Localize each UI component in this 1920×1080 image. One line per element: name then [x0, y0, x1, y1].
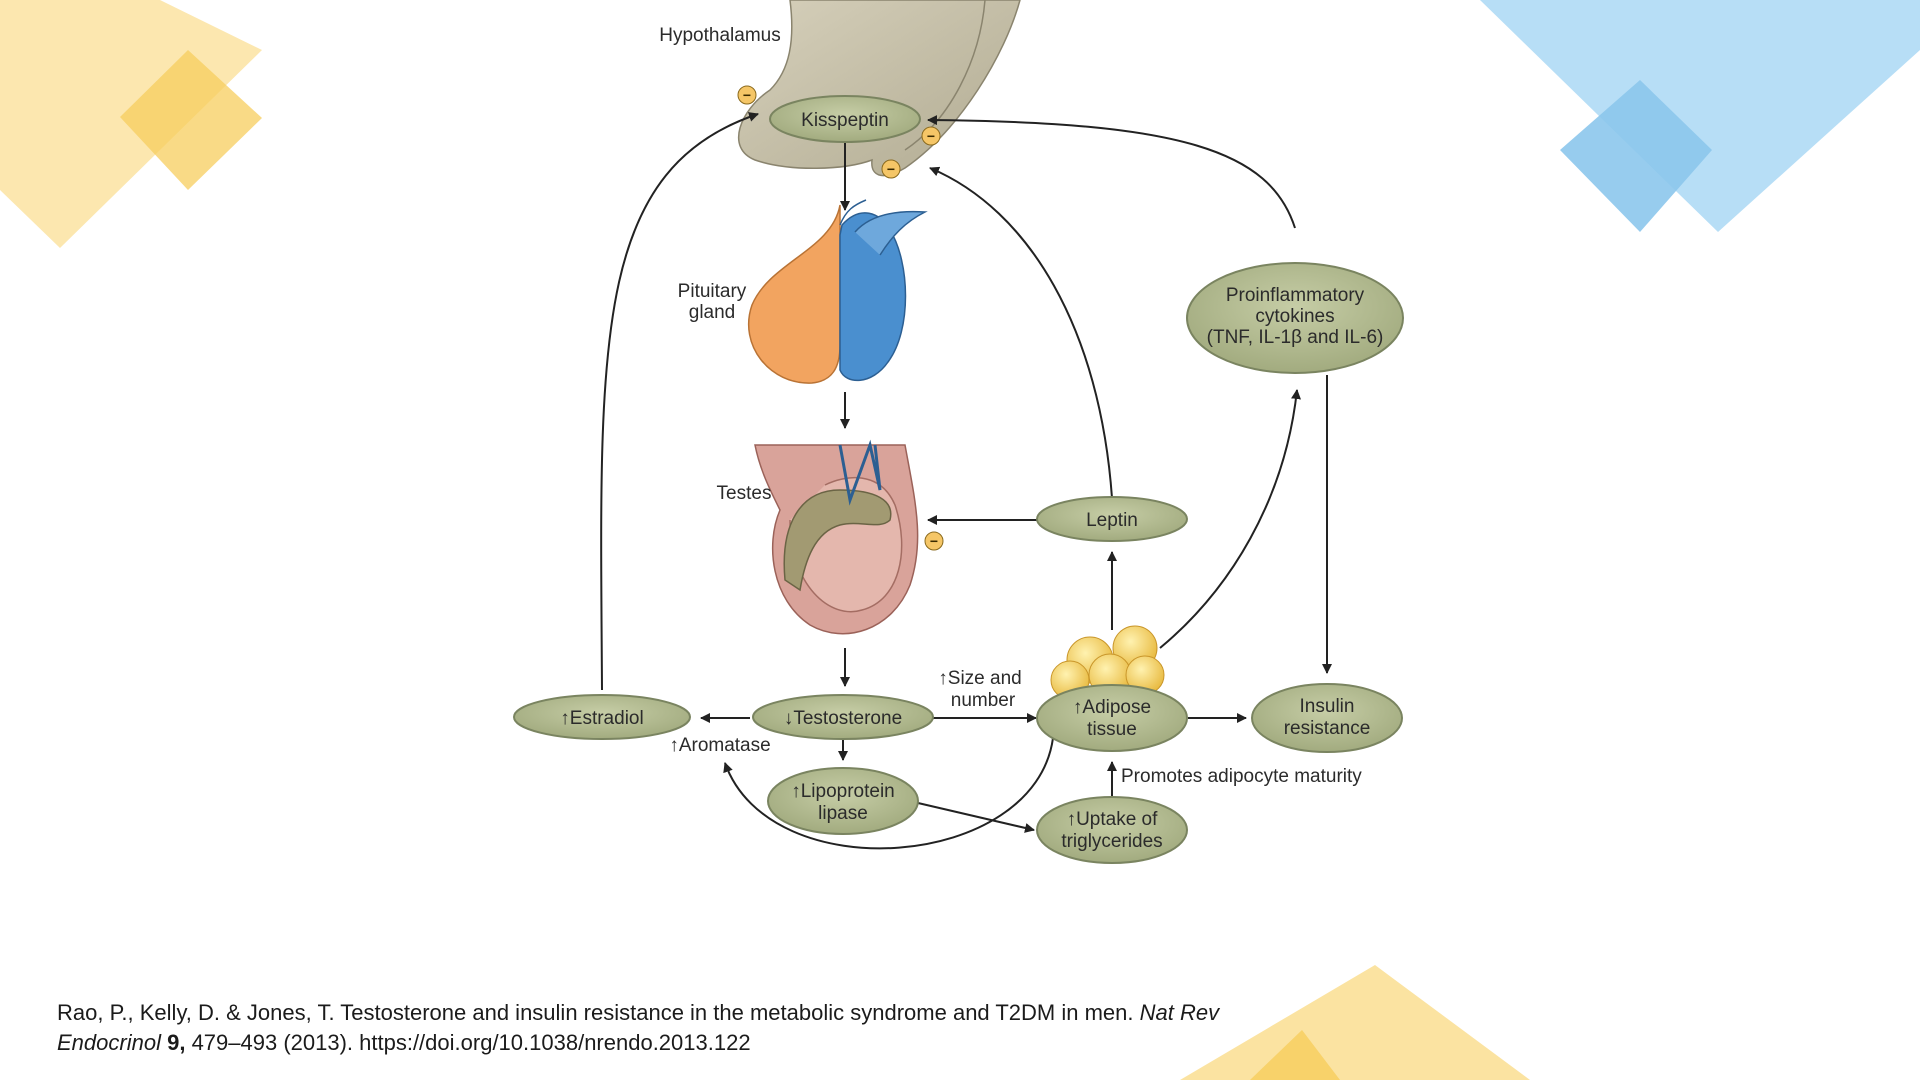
svg-text:↑Uptake of: ↑Uptake of	[1067, 809, 1159, 830]
node-proinflammatory-cytokines: Proinflammatory cytokines (TNF, IL-1β an…	[1186, 262, 1404, 374]
svg-text:lipase: lipase	[818, 803, 868, 824]
hypothalamus-illustration	[737, 0, 1021, 177]
svg-text:↑Adipose: ↑Adipose	[1073, 697, 1151, 718]
inhibit-icon: −	[921, 126, 941, 146]
node-insulin-resistance: Insulin resistance	[1251, 683, 1403, 753]
decor-top-left	[0, 0, 262, 248]
node-kisspeptin: Kisspeptin	[769, 95, 921, 143]
inhibit-icon: −	[737, 85, 757, 105]
testes-label: Testes	[717, 483, 772, 504]
aromatase-label: ↑Aromatase	[669, 735, 770, 756]
inhibit-icon: −	[881, 159, 901, 179]
svg-text:↑Estradiol: ↑Estradiol	[560, 708, 643, 729]
svg-text:tissue: tissue	[1087, 719, 1137, 740]
svg-text:−: −	[887, 161, 895, 177]
size-number-label-line1: ↑Size and	[938, 668, 1021, 689]
svg-text:triglycerides: triglycerides	[1061, 831, 1162, 852]
citation: Rao, P., Kelly, D. & Jones, T. Testoster…	[57, 998, 1297, 1058]
svg-text:−: −	[743, 87, 751, 103]
svg-text:(TNF, IL-1β and IL-6): (TNF, IL-1β and IL-6)	[1207, 327, 1384, 348]
svg-text:−: −	[927, 128, 935, 144]
promotes-adipocyte-label: Promotes adipocyte maturity	[1121, 766, 1362, 787]
connectors	[600, 112, 1332, 850]
node-leptin: Leptin	[1036, 496, 1188, 542]
node-adipose-tissue: ↑Adipose tissue	[1036, 684, 1188, 752]
testes-illustration	[754, 439, 919, 635]
node-estradiol: ↑Estradiol	[513, 694, 691, 740]
svg-text:Leptin: Leptin	[1086, 510, 1138, 531]
size-number-label-line2: number	[951, 690, 1016, 711]
node-testosterone: ↓Testosterone	[752, 694, 934, 740]
pituitary-gland-illustration	[747, 199, 928, 384]
citation-journal: Nat Rev Endocrinol	[57, 1000, 1220, 1055]
hypothalamus-label: Hypothalamus	[659, 25, 780, 46]
decor-top-right	[1480, 0, 1920, 232]
svg-text:Insulin: Insulin	[1300, 696, 1355, 717]
decor-bottom-right	[1180, 965, 1530, 1080]
svg-text:↓Testosterone: ↓Testosterone	[784, 708, 902, 729]
svg-text:resistance: resistance	[1284, 718, 1371, 739]
citation-authors-title: Rao, P., Kelly, D. & Jones, T. Testoster…	[57, 1000, 1134, 1025]
svg-text:−: −	[930, 533, 938, 549]
citation-volume: 9,	[167, 1030, 186, 1055]
pituitary-label-line2: gland	[689, 302, 736, 323]
kisspeptin-label: Kisspeptin	[801, 110, 889, 131]
node-lipoprotein-lipase: ↑Lipoprotein lipase	[767, 767, 919, 835]
inhibit-markers: − − − −	[737, 85, 944, 551]
svg-text:cytokines: cytokines	[1255, 306, 1334, 327]
node-uptake-triglycerides: ↑Uptake of triglycerides	[1036, 796, 1188, 864]
svg-text:↑Lipoprotein: ↑Lipoprotein	[791, 781, 895, 802]
pituitary-label-line1: Pituitary	[678, 281, 747, 302]
inhibit-icon: −	[924, 531, 944, 551]
svg-text:Proinflammatory: Proinflammatory	[1226, 285, 1365, 306]
citation-pages-doi: 479–493 (2013). https://doi.org/10.1038/…	[191, 1030, 751, 1055]
